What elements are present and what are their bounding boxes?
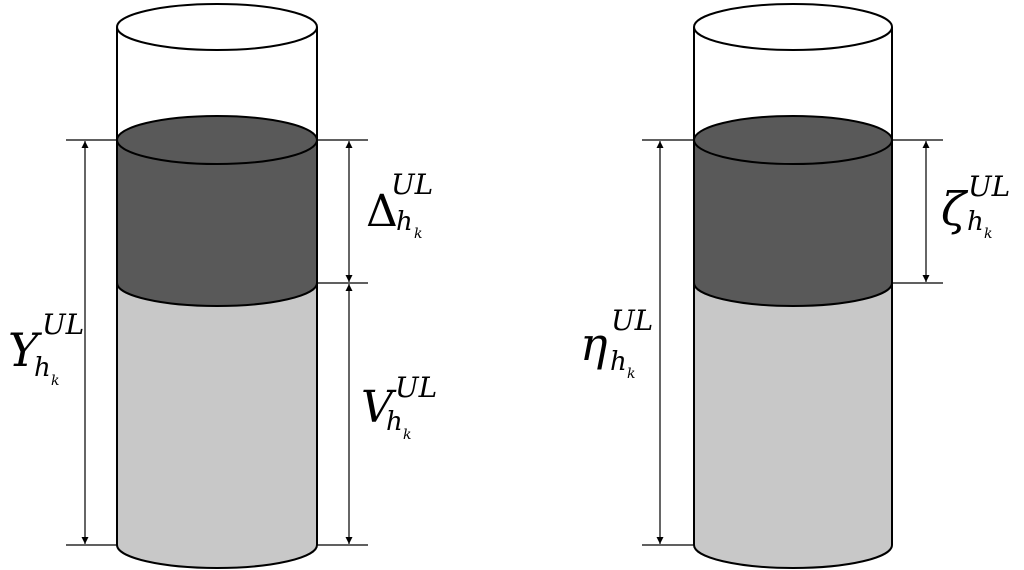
svg-text:h: h [386,407,403,437]
svg-text:k: k [414,226,422,242]
svg-text:UL: UL [611,304,653,337]
left-top-layer [116,139,318,307]
svg-text:UL: UL [968,170,1010,203]
left-dimension-guides [66,139,368,546]
svg-text:Y: Y [8,323,43,377]
label-eta-total: η UL h k [580,304,653,382]
svg-text:V: V [361,382,397,433]
left-liquid-surface [116,115,318,165]
right-top-rim [693,3,893,51]
left-bottom-layer [116,282,318,569]
label-Y-total: Y UL h k [8,308,84,389]
svg-text:h: h [396,207,413,237]
svg-text:ζ: ζ [941,182,969,236]
right-liquid-surface [693,115,893,165]
left-top-rim [116,3,318,51]
svg-text:h: h [610,347,627,377]
svg-text:h: h [34,353,51,383]
left-cylinder [116,3,318,569]
label-zeta-top: ζ UL h k [941,170,1010,242]
right-bottom-layer [693,282,893,569]
svg-text:Δ: Δ [366,186,398,237]
label-delta-top: Δ UL h k [366,168,433,242]
svg-text:k: k [403,427,411,443]
svg-text:UL: UL [391,168,433,201]
label-V-bottom: V UL h k [361,371,437,443]
svg-text:UL: UL [42,308,84,341]
svg-text:h: h [967,207,984,237]
svg-text:k: k [627,366,635,382]
svg-text:k: k [984,226,992,242]
right-cylinder [693,3,893,569]
right-dimension-guides [642,139,943,546]
svg-text:UL: UL [395,371,437,404]
svg-text:k: k [51,373,59,389]
svg-text:η: η [580,317,608,371]
right-top-layer [693,139,893,307]
